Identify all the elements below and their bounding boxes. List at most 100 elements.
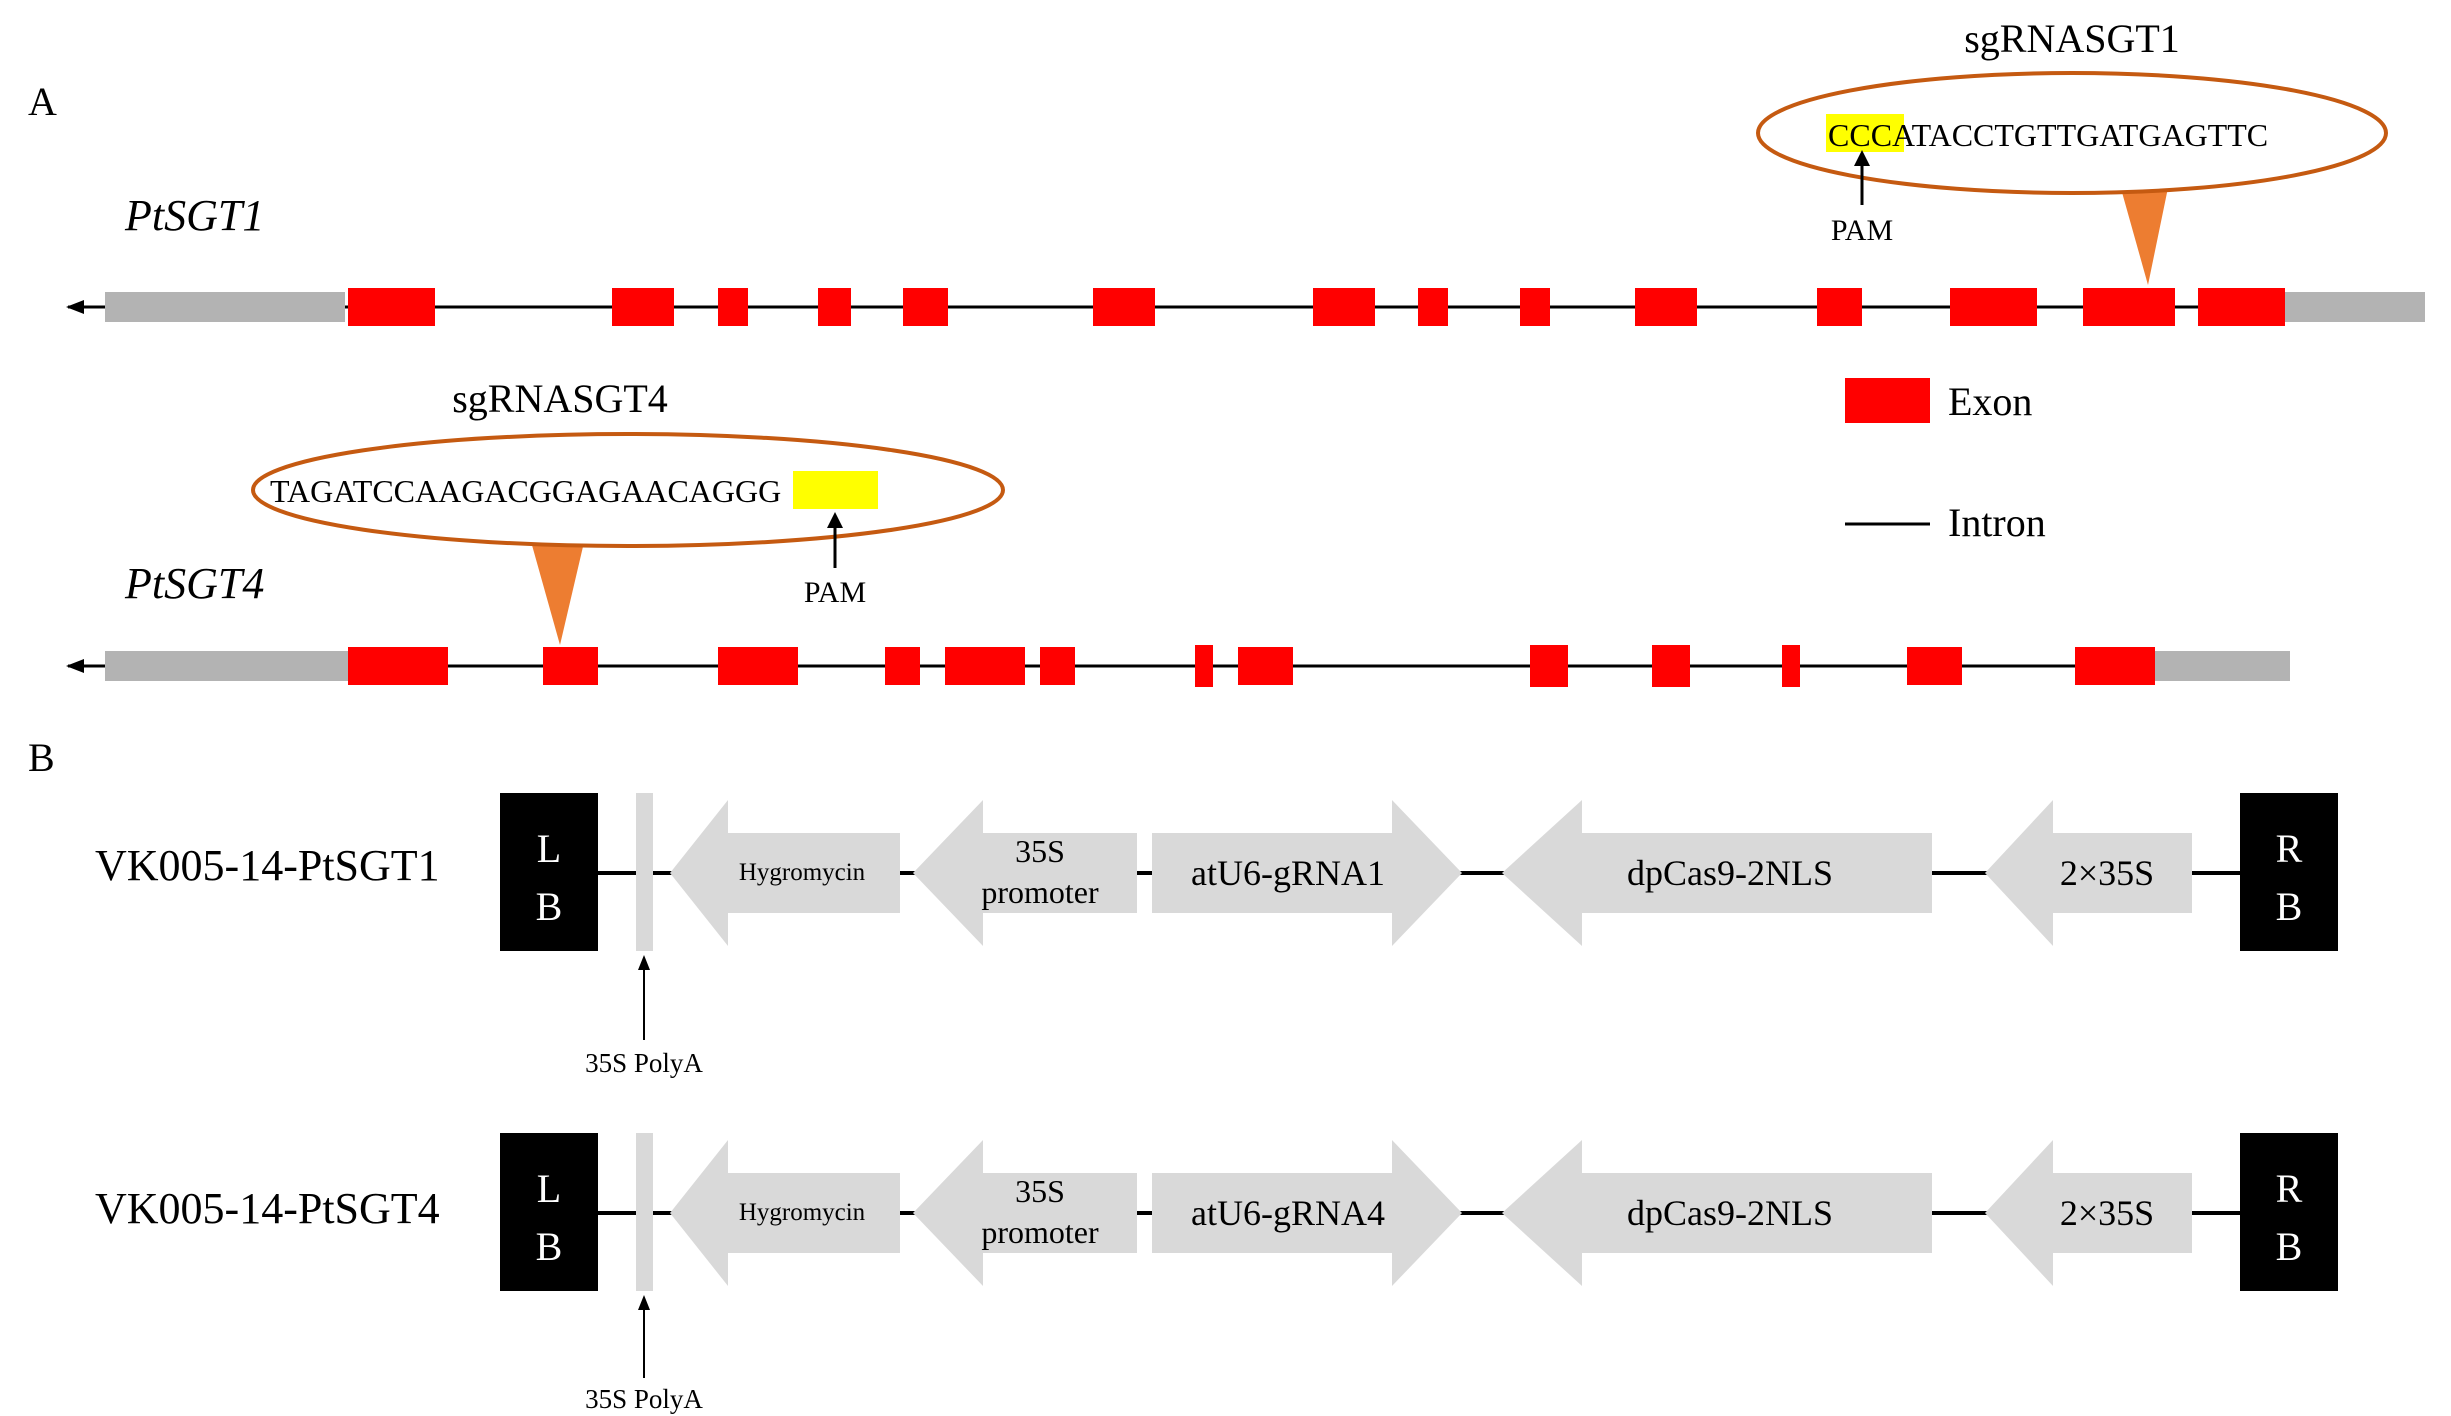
promoter-label-line1: 35S — [1015, 1173, 1065, 1209]
sgrna-callout-sgt4: sgRNASGT4 TAGATCCAAGACGGAGAACAGGG PAM — [251, 376, 1005, 645]
promoter-label-line1: 35S — [1015, 833, 1065, 869]
pam-arrowhead-sgt1 — [1854, 150, 1870, 166]
cas9-arrow — [1502, 1140, 1932, 1286]
grna-cassette-arrow — [1152, 1140, 1462, 1286]
sgrna-pointer-sgt1 — [2118, 178, 2170, 285]
exon — [903, 288, 948, 326]
exon — [1520, 288, 1550, 326]
exon — [2075, 647, 2155, 685]
polya-element — [636, 793, 653, 951]
legend-exon-swatch — [1845, 378, 1930, 423]
construct-vk005-14-ptsgt4: VK005-14-PtSGT4 L B Hygromycin 35S promo… — [95, 1133, 2338, 1414]
exon — [543, 647, 598, 685]
sgrna-ellipse-sgt1 — [1756, 71, 2388, 195]
p2x35s-label: 2×35S — [2060, 853, 2154, 893]
utr-left-ptsgt4 — [105, 651, 350, 681]
exon — [1817, 288, 1862, 326]
sgrna-title-sgt1: sgRNASGT1 — [1964, 16, 2180, 61]
hygromycin-label: Hygromycin — [739, 1199, 866, 1226]
exon — [1950, 288, 2037, 326]
exon — [945, 647, 1025, 685]
left-border-box — [500, 1133, 598, 1291]
rb-line2: B — [2276, 1224, 2303, 1269]
exon — [1530, 645, 1568, 687]
sgrna-callout-sgt1: sgRNASGT1 CCCATACCTGTTGATGAGTTC PAM — [1756, 16, 2388, 285]
exon — [1418, 288, 1448, 326]
promoter-35s-arrow — [913, 1140, 1137, 1286]
exon — [1652, 645, 1690, 687]
cas9-arrow — [1502, 800, 1932, 946]
gene-name-ptsgt4: PtSGT4 — [124, 559, 264, 608]
cas9-label: dpCas9-2NLS — [1627, 853, 1833, 893]
promoter-35s-arrow — [913, 800, 1137, 946]
exon — [718, 288, 748, 326]
exon — [348, 288, 435, 326]
construct-vk005-14-ptsgt1: VK005-14-PtSGT1 L B Hygromycin 35S promo… — [95, 793, 2338, 1078]
exon — [1238, 647, 1293, 685]
legend-exon-label: Exon — [1948, 379, 2032, 424]
sgrna-ellipse-sgt4 — [251, 432, 1005, 548]
exon — [1195, 645, 1213, 687]
lb-line2: B — [536, 884, 563, 929]
exon — [885, 647, 920, 685]
exons-ptsgt4 — [348, 645, 2155, 687]
grna-label: atU6-gRNA4 — [1191, 1193, 1385, 1233]
exons-ptsgt1 — [348, 288, 2285, 326]
utr-right-ptsgt1 — [2275, 292, 2425, 322]
left-border-box — [500, 793, 598, 951]
exon — [2083, 288, 2175, 326]
target-seq-sgt1: ATACCTGTTGATGAGTTC — [1892, 117, 2268, 153]
hygromycin-label: Hygromycin — [739, 859, 866, 886]
polya-element — [636, 1133, 653, 1291]
p2x35s-label: 2×35S — [2060, 1193, 2154, 1233]
construct-name: VK005-14-PtSGT1 — [95, 841, 440, 890]
pam-seq-sgt4: GGG — [712, 473, 781, 509]
polya-label: 35S PolyA — [585, 1048, 703, 1078]
rb-line1: R — [2276, 826, 2303, 871]
promoter-label-line2: promoter — [981, 1214, 1099, 1250]
promoter-label-line2: promoter — [981, 874, 1099, 910]
sgrna-title-sgt4: sgRNASGT4 — [452, 376, 668, 421]
grna-cassette-arrow — [1152, 800, 1462, 946]
svg-text:TAGATCCAAGACGGAGAACAGGG: TAGATCCAAGACGGAGAACAGGG — [270, 473, 781, 509]
exon — [1313, 288, 1375, 326]
pam-seq-sgt1: CCC — [1828, 117, 1892, 153]
exon — [612, 288, 674, 326]
exon — [1093, 288, 1155, 326]
exon — [718, 647, 798, 685]
construct-name: VK005-14-PtSGT4 — [95, 1184, 440, 1233]
polya-label: 35S PolyA — [585, 1384, 703, 1414]
exon — [1635, 288, 1697, 326]
lb-line1: L — [537, 826, 561, 871]
polya-pointer-arrowhead — [638, 1295, 650, 1310]
panel-b-label: B — [28, 735, 55, 780]
pam-highlight-sgt1 — [1826, 114, 1904, 152]
hygromycin-arrow — [670, 1140, 900, 1286]
sgrna-pointer-sgt4 — [530, 538, 585, 645]
pam-label-sgt4: PAM — [804, 576, 866, 609]
gene-model-ptsgt1 — [66, 288, 2425, 326]
target-seq-sgt4: TAGATCCAAGACGGAGAACA — [270, 473, 712, 509]
strand-arrowhead-ptsgt4 — [66, 659, 84, 673]
lb-line2: B — [536, 1224, 563, 1269]
rb-line2: B — [2276, 884, 2303, 929]
right-border-box — [2240, 793, 2338, 951]
grna-label: atU6-gRNA1 — [1191, 853, 1385, 893]
panel-a-label: A — [28, 79, 57, 124]
strand-arrowhead-ptsgt1 — [66, 300, 84, 314]
svg-text:CCCATACCTGTTGATGAGTTC: CCCATACCTGTTGATGAGTTC — [1828, 117, 2268, 153]
rb-line1: R — [2276, 1166, 2303, 1211]
exon — [1907, 647, 1962, 685]
gene-model-ptsgt4 — [66, 645, 2290, 687]
legend: Exon Intron — [1845, 378, 2046, 545]
promoter-2x35s-arrow — [1985, 800, 2192, 946]
exon — [1782, 645, 1800, 687]
legend-intron-label: Intron — [1948, 500, 2046, 545]
utr-right-ptsgt4 — [2145, 651, 2290, 681]
pam-arrowhead-sgt4 — [827, 512, 843, 528]
lb-line1: L — [537, 1166, 561, 1211]
exon — [348, 647, 448, 685]
cas9-label: dpCas9-2NLS — [1627, 1193, 1833, 1233]
polya-pointer-arrowhead — [638, 955, 650, 970]
